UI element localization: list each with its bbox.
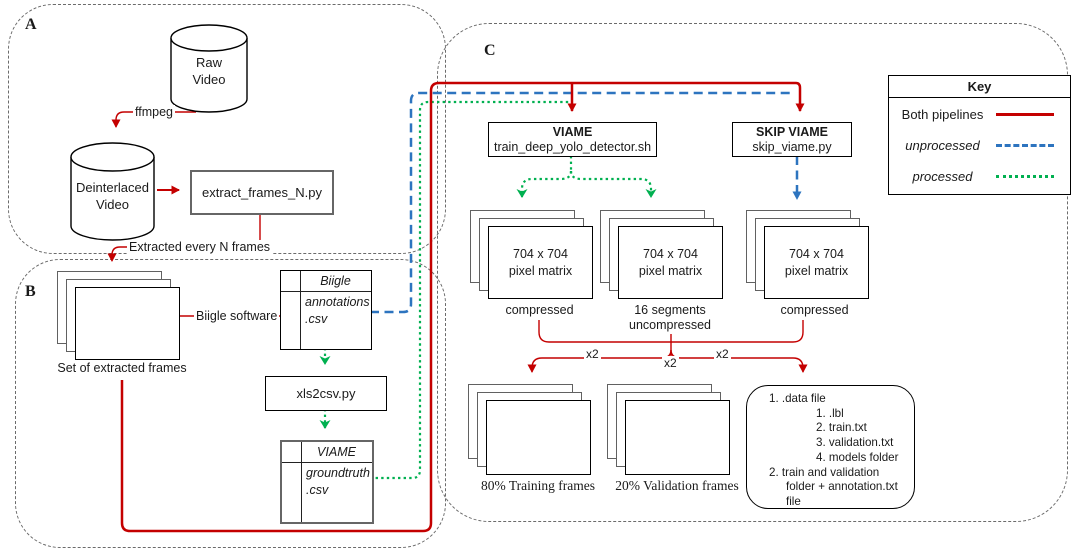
extract-frames-label: extract_frames_N.py — [202, 184, 322, 200]
xls2csv-label: xls2csv.py — [296, 385, 356, 401]
key-row-unprocessed: unprocessed — [889, 130, 1070, 160]
key-title: Key — [889, 76, 1070, 98]
key-row-both-pipelines: Both pipelines — [889, 99, 1070, 129]
frame-sheet-front: 704 x 704 pixel matrix — [618, 226, 723, 299]
matrix-left-line2: pixel matrix — [508, 263, 573, 278]
biigle-annotations-line1: annotations — [305, 295, 370, 309]
frame-sheet-front — [486, 400, 591, 475]
dotted-green-line-sample — [996, 174, 1054, 178]
xls2csv-box: xls2csv.py — [265, 376, 387, 411]
deinterlaced-video-label-line2: Video — [95, 196, 129, 212]
output-list-line: 4. models folder — [816, 450, 899, 464]
viame-groundtruth-line2: .csv — [306, 482, 329, 497]
section-b-label: B — [25, 283, 36, 300]
matrix-left-caption: compressed — [488, 303, 591, 318]
viame-train-subtitle: train_deep_yolo_detector.sh — [493, 139, 652, 154]
viame-groundtruth-file: VIAME groundtruth .csv — [280, 440, 374, 524]
key-row-processed: processed — [889, 161, 1070, 191]
dashed-blue-line-sample — [996, 143, 1054, 147]
x2-label-mid: x2 — [662, 356, 679, 370]
deinterlaced-video-cylinder: Deinterlaced Video — [70, 142, 155, 242]
x2-label-left: x2 — [584, 347, 601, 361]
skip-viame-box: SKIP VIAME skip_viame.py — [732, 122, 852, 157]
viame-groundtruth-line1: groundtruth — [306, 466, 370, 480]
ffmpeg-label: ffmpeg — [133, 105, 175, 119]
frame-sheet-front: 704 x 704 pixel matrix — [764, 226, 869, 299]
matrix-mid-line1: 704 x 704 — [643, 247, 698, 262]
matrix-mid-caption-line1: 16 segments — [634, 303, 706, 317]
matrix-right-line2: pixel matrix — [784, 263, 849, 278]
file-row-divider — [281, 291, 300, 292]
viame-train-title: VIAME — [552, 124, 593, 139]
section-a-label: A — [25, 16, 37, 33]
output-list-line: 1. .lbl — [816, 406, 844, 420]
biigle-annotations-title: Biigle — [300, 271, 371, 292]
biigle-annotations-file: Biigle annotations .csv — [280, 270, 372, 350]
biigle-annotations-line2: .csv — [305, 311, 328, 326]
key-label-both-pipelines: Both pipelines — [901, 106, 984, 122]
biigle-software-label: Biigle software — [194, 309, 280, 323]
skip-viame-subtitle: skip_viame.py — [752, 139, 832, 154]
frame-sheet-front — [625, 400, 730, 475]
output-list-box: 1. .data file 1. .lbl 2. train.txt 3. va… — [746, 385, 915, 509]
output-list-line: 2. train.txt — [816, 421, 867, 435]
output-list-line: folder + annotation.txt — [786, 480, 898, 494]
skip-viame-title: SKIP VIAME — [755, 124, 828, 139]
key-label-unprocessed: unprocessed — [905, 137, 980, 153]
validation-frames-caption: 20% Validation frames — [597, 478, 757, 495]
matrix-left-line1: 704 x 704 — [513, 247, 568, 262]
output-list-line: 2. train and validation — [769, 465, 880, 479]
solid-red-line-sample — [996, 112, 1054, 116]
matrix-mid-caption: 16 segments uncompressed — [600, 303, 740, 333]
raw-video-label-line2: Video — [192, 71, 226, 87]
extracted-every-n-frames-label: Extracted every N frames — [127, 240, 273, 254]
output-list-line: file — [786, 494, 801, 508]
raw-video-cylinder: Raw Video — [170, 24, 248, 113]
x2-label-right: x2 — [714, 347, 731, 361]
matrix-right-caption: compressed — [763, 303, 866, 318]
viame-train-box: VIAME train_deep_yolo_detector.sh — [488, 122, 657, 157]
output-list-line: 1. .data file — [769, 392, 826, 405]
matrix-mid-caption-line2: uncompressed — [629, 318, 711, 332]
file-row-divider — [282, 462, 301, 463]
key-box: Key Both pipelines unprocessed processed — [888, 75, 1071, 195]
output-list-line: 3. validation.txt — [816, 436, 894, 450]
extract-frames-box: extract_frames_N.py — [190, 170, 334, 215]
raw-video-label-line1: Raw — [195, 55, 222, 70]
extracted-frames-caption: Set of extracted frames — [47, 361, 197, 376]
viame-groundtruth-title: VIAME — [301, 442, 372, 463]
deinterlaced-video-label-line1: Deinterlaced — [76, 180, 149, 195]
training-frames-caption: 80% Training frames — [458, 478, 618, 495]
matrix-right-line1: 704 x 704 — [789, 247, 844, 262]
frame-sheet-front — [75, 287, 180, 360]
section-c-label: C — [484, 42, 496, 59]
frame-sheet-front: 704 x 704 pixel matrix — [488, 226, 593, 299]
key-label-processed: processed — [912, 168, 973, 184]
matrix-mid-line2: pixel matrix — [638, 263, 703, 278]
